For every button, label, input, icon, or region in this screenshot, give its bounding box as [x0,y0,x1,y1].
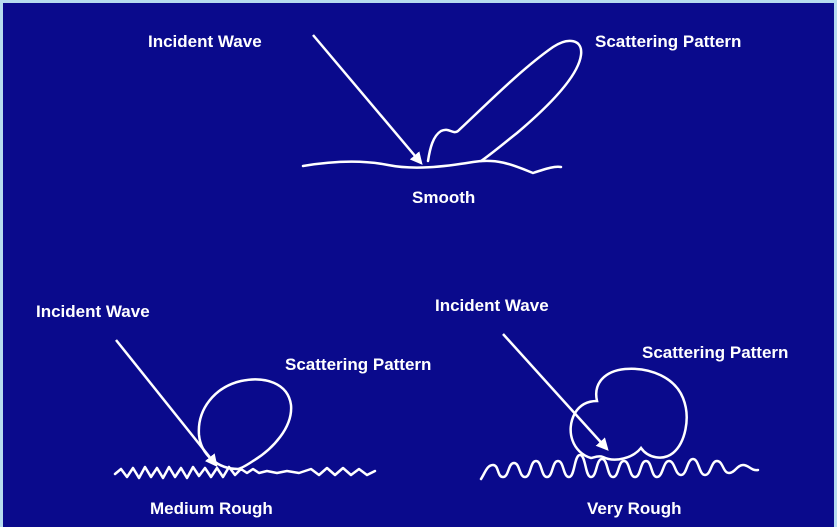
very-surface-label: Very Rough [587,499,681,519]
medium-surface-label: Medium Rough [150,499,273,519]
very-pattern-label: Scattering Pattern [642,343,788,363]
smooth-scattering-lobe [428,41,581,161]
diagram-panel: Incident Wave Scattering Pattern Smooth … [3,3,834,527]
smooth-pattern-label: Scattering Pattern [595,32,741,52]
medium-scattering-lobe [199,379,291,469]
medium-surface [115,467,375,478]
smooth-surface-label: Smooth [412,188,475,208]
medium-pattern-label: Scattering Pattern [285,355,431,375]
smooth-group [303,35,581,173]
very-incident-arrow [503,334,607,449]
scattering-diagram [3,3,834,527]
smooth-incident-arrow [313,35,421,163]
very-scattering-blob [571,369,687,460]
medium-incident-label: Incident Wave [36,302,150,322]
smooth-incident-label: Incident Wave [148,32,262,52]
very-incident-label: Incident Wave [435,296,549,316]
smooth-surface [303,161,561,173]
